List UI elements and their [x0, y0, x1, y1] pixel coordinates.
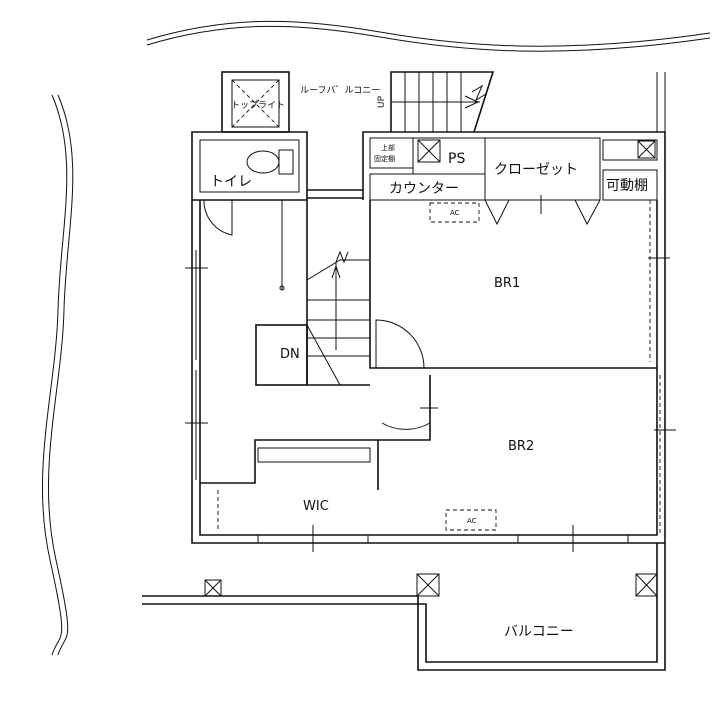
toilet-room: トイレ [191, 131, 308, 236]
br1-room: BR1 [369, 200, 670, 369]
roof-balcony-label: ルーフバ゛ルコニー [300, 85, 380, 96]
closet-label: クローゼット [494, 162, 578, 178]
dn-label: DN [280, 347, 300, 362]
balcony: バルコニー [142, 543, 666, 671]
hall-doors [375, 319, 438, 430]
site-boundary-top [146, 20, 711, 52]
ac-label-1: AC [450, 209, 460, 217]
movable-shelf-label: 可動棚 [606, 178, 648, 194]
central-stair: DN [255, 200, 370, 386]
stair-up-label: UP [377, 95, 387, 108]
upper-stair [390, 71, 495, 133]
br1-label: BR1 [494, 276, 520, 291]
ps-label: PS [448, 151, 465, 167]
left-windows [185, 250, 208, 480]
br2-label: BR2 [508, 439, 534, 454]
toilet-label: トイレ [210, 174, 252, 190]
wic-label: WIC [303, 499, 329, 514]
upper-fixed-shelf-label-1: 上部 [381, 143, 395, 152]
br2-room: BR2 [377, 375, 676, 535]
counter-label: カウンター [389, 181, 459, 197]
ac-label-2: AC [467, 517, 477, 525]
bottom-windows [257, 525, 629, 552]
top-light: トップライト [221, 71, 290, 133]
site-boundary-left [42, 94, 74, 656]
exterior-walls [191, 72, 666, 544]
top-light-label: トップライト [231, 100, 285, 111]
upper-fixed-shelf-label-2: 固定棚 [374, 154, 395, 163]
balcony-label: バルコニー [504, 624, 574, 640]
wic-room: WIC AC [200, 439, 497, 531]
storage-block: 上部 固定棚 PS カウンター クローゼット 可動棚 AC [369, 137, 658, 226]
